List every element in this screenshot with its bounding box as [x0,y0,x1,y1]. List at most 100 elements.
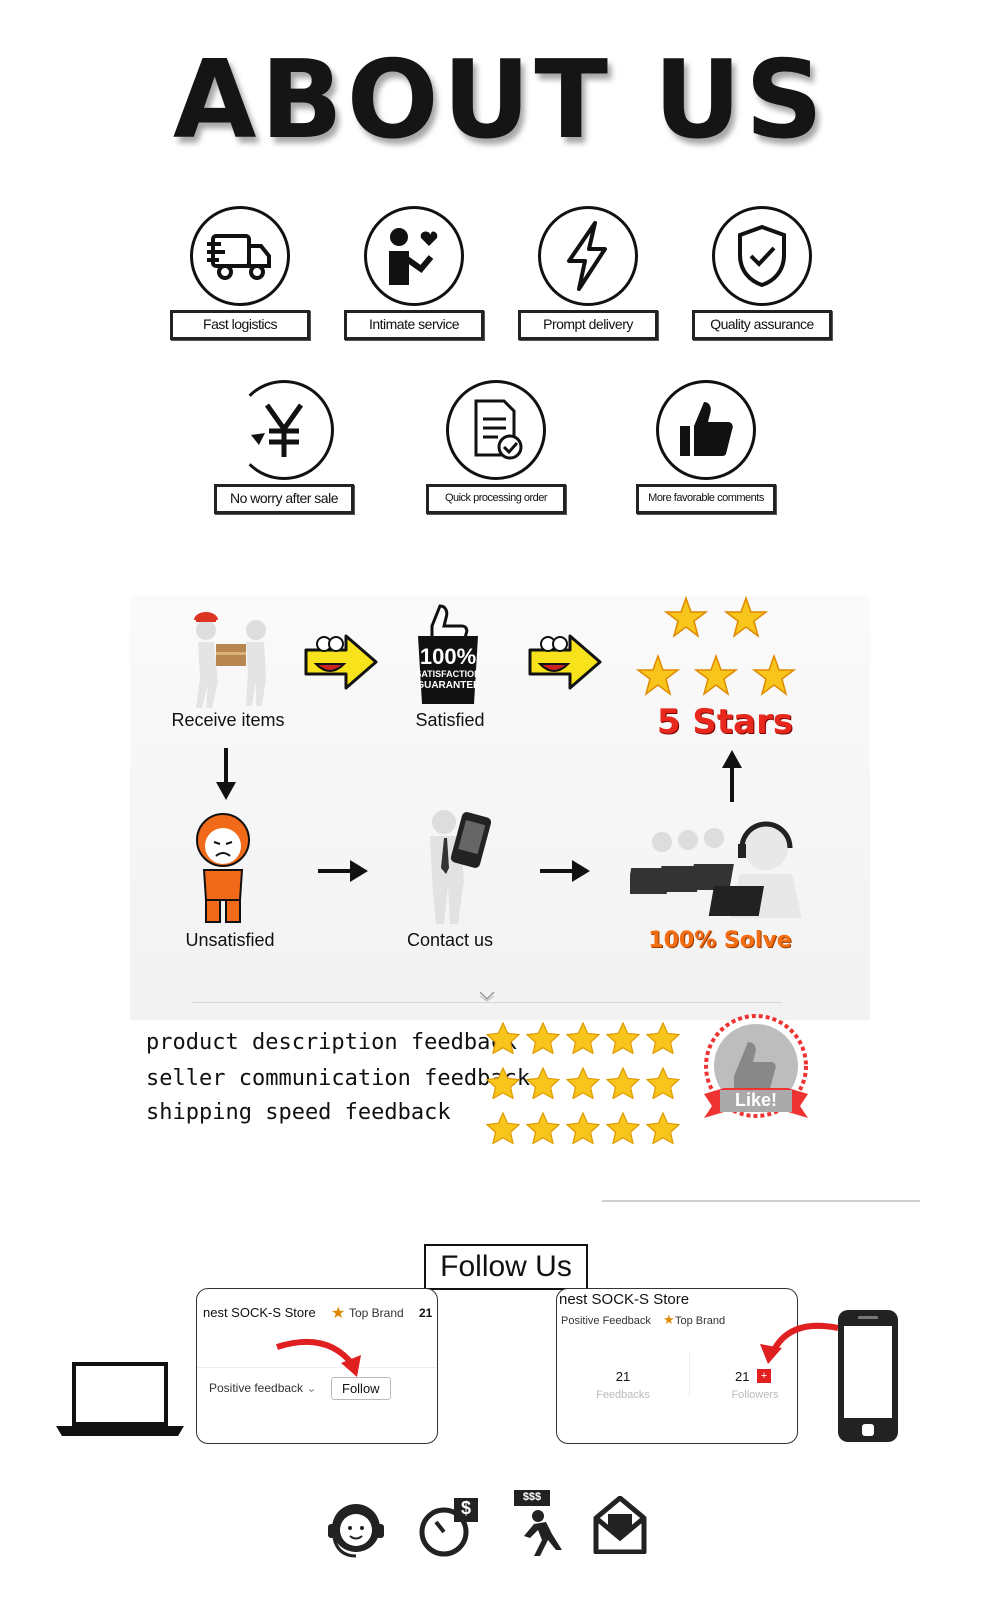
guarantee-word: SATISFACTION [415,669,481,679]
arrow-up-icon [722,750,742,802]
flow-label-solve: 100% Solve [648,928,792,953]
mobile-store-card: nest SOCK-S Store Positive Feedback ★ To… [556,1288,798,1444]
feature-label: More favorable comments [636,484,776,514]
top-brand-label: Top Brand [349,1306,404,1320]
lightning-icon [538,206,638,306]
store-count: 21 [419,1306,433,1320]
feedback-line-description: product description feedback [146,1030,517,1055]
flow-label-five-stars: 5 Stars [656,702,794,742]
card-divider [197,1367,437,1368]
feature-label: Quick processing order [426,484,566,514]
feature-intimate-service: Intimate service [344,206,484,340]
positive-feedback-label: Positive Feedback [561,1315,651,1327]
flow-label-unsatisfied: Unsatisfied [185,930,275,950]
feature-label: Intimate service [344,310,484,340]
rating-star-icon [606,1067,640,1099]
feature-quick-processing-order: Quick processing order [426,380,566,514]
rating-star-icon [526,1112,560,1144]
money-tag: $$$ [522,1491,542,1503]
feedback-line-shipping: shipping speed feedback [146,1100,451,1125]
rating-star-icon [646,1112,680,1144]
positive-feedback-label: Positive feedback [209,1381,304,1395]
feature-label: Prompt delivery [518,310,658,340]
section-divider-right [602,1200,920,1202]
add-follow-icon[interactable]: + [757,1369,771,1383]
feature-label: No worry after sale [214,484,354,514]
chevron-down-icon [479,991,495,1002]
pc-store-card: nest SOCK-S Store ★ Top Brand 21 Positiv… [196,1288,438,1444]
service-person-heart-icon [364,206,464,306]
rating-star-icon [606,1112,640,1144]
delivery-figures-illustration [194,612,266,708]
smartphone-icon [838,1310,898,1442]
feature-label: Fast logistics [170,310,310,340]
like-badge-text: Like! [734,1090,777,1110]
shield-check-icon [712,206,812,306]
feedback-line-communication: seller communication feedback [146,1066,531,1091]
rating-star-icon [486,1022,520,1054]
flow-label-satisfied: Satisfied [415,710,485,730]
arrow-down-icon [216,748,236,800]
call-center-team-illustration [630,821,802,918]
rating-star-icon [566,1067,600,1099]
positive-feedback-tab[interactable]: Positive feedback ⌄ [209,1381,316,1395]
smiley-arrow-icon [304,634,378,690]
feature-label: Quality assurance [692,310,832,340]
top-brand-label: Top Brand [675,1315,726,1327]
laptop-icon [56,1362,184,1436]
chevron-down-icon: ⌄ [306,1381,317,1395]
feature-more-favorable-comments: More favorable comments [636,380,776,514]
document-check-icon [446,380,546,480]
arrow-right-icon [318,860,368,882]
rating-star-icon [566,1112,600,1144]
flow-label-contact: Contact us [406,930,494,950]
rating-star-icon [646,1022,680,1054]
follow-us-heading: Follow Us [424,1244,588,1290]
rating-star-icon [526,1067,560,1099]
like-badge-icon [704,1014,808,1118]
satisfaction-flow-diagram: Receive items 100% SATISFACTION GUARANTE… [130,596,870,1020]
stat-divider [689,1353,690,1397]
followers-count: 21 [735,1369,750,1384]
contact-phone-figure-illustration [430,810,492,924]
customer-service-icon [328,1504,384,1558]
red-curved-arrow-icon [276,1338,361,1377]
rating-star-icon [646,1067,680,1099]
feedbacks-label: Feedbacks [596,1389,650,1401]
truck-icon [190,206,290,306]
yen-refund-icon [234,380,334,480]
feedback-star-ratings [486,1022,686,1152]
rating-star-icon [526,1022,560,1054]
flow-label-receive: Receive items [171,710,285,730]
red-curved-arrow-icon [760,1322,839,1364]
arrow-right-icon [540,860,590,882]
rating-star-icon [606,1022,640,1054]
guarantee-text: 100% SATISFACTION GUARANTEE [410,646,486,691]
page-title: ABOUT US [172,38,828,163]
top-brand-medal-icon: ★ [663,1312,675,1327]
section-divider [192,1002,782,1003]
thumbs-up-icon [656,380,756,480]
store-name: nest SOCK-S Store [559,1291,690,1308]
dollar-sign: $ [460,1498,471,1518]
guarantee-word-2: GUARANTEE [416,680,480,691]
feedbacks-count: 21 [615,1369,631,1384]
unsatisfied-character-illustration [196,813,250,923]
followers-label: Followers [731,1389,779,1401]
mail-icon [593,1496,647,1554]
feature-no-worry-after-sale: No worry after sale [214,380,354,514]
rating-star-icon [566,1022,600,1054]
money-runner-icon [514,1490,562,1556]
feature-quality-assurance: Quality assurance [692,206,832,340]
rating-star-icon [486,1112,520,1144]
fast-payment-icon [419,1498,478,1557]
smiley-arrow-icon [528,634,602,690]
rating-star-icon [486,1067,520,1099]
store-name: nest SOCK-S Store [203,1305,316,1320]
feature-fast-logistics: Fast logistics [170,206,310,340]
satisfaction-guarantee-icon [418,604,478,704]
five-stars-illustration [637,597,795,695]
follow-button[interactable]: Follow [331,1377,391,1400]
top-brand-medal-icon: ★ [331,1305,346,1322]
guarantee-percent: 100% [419,644,477,669]
